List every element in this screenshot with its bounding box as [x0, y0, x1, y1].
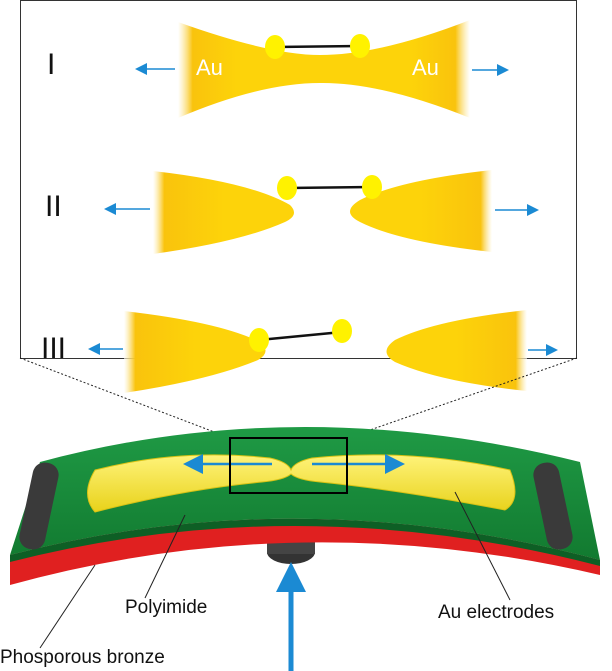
leader-polyimide: [144, 514, 186, 599]
gold-tip-left: [124, 311, 266, 393]
polyimide-label: Polyimide: [125, 597, 208, 618]
anchor-atom: [362, 175, 382, 199]
anchor-atom: [249, 328, 269, 352]
leader-au: [454, 491, 511, 601]
zoom-guide-line: [346, 357, 578, 439]
leader-bronze: [39, 564, 96, 649]
anchor-atom: [350, 34, 370, 58]
gold-tip-left: [153, 171, 294, 254]
substrate-label: Phosporous bronze: [0, 647, 165, 668]
clamp-right: [533, 462, 573, 550]
molecule-bond: [258, 330, 343, 342]
au-label-left: Au: [196, 55, 223, 80]
gold-bridge: [178, 20, 470, 118]
stage-3-junction: [88, 310, 558, 393]
gold-tip-right: [386, 310, 527, 391]
au-label-right: Au: [412, 55, 439, 80]
stage-label: I: [47, 48, 56, 81]
stage-1-junction: [135, 20, 509, 118]
molecule-bond: [286, 185, 373, 190]
zoom-guide-line: [19, 357, 231, 439]
anchor-atom: [265, 35, 285, 59]
molecule-bond: [274, 44, 361, 49]
zoom-region: [229, 437, 348, 494]
gold-tip-right: [350, 170, 492, 252]
au-electrodes-label: Au electrodes: [438, 602, 555, 623]
anchor-atom: [277, 176, 297, 200]
stage-2-junction: [104, 170, 539, 254]
stage-label: II: [45, 190, 62, 223]
stage-label: III: [41, 332, 67, 365]
clamp-left: [19, 462, 59, 550]
anchor-atom: [332, 319, 352, 343]
